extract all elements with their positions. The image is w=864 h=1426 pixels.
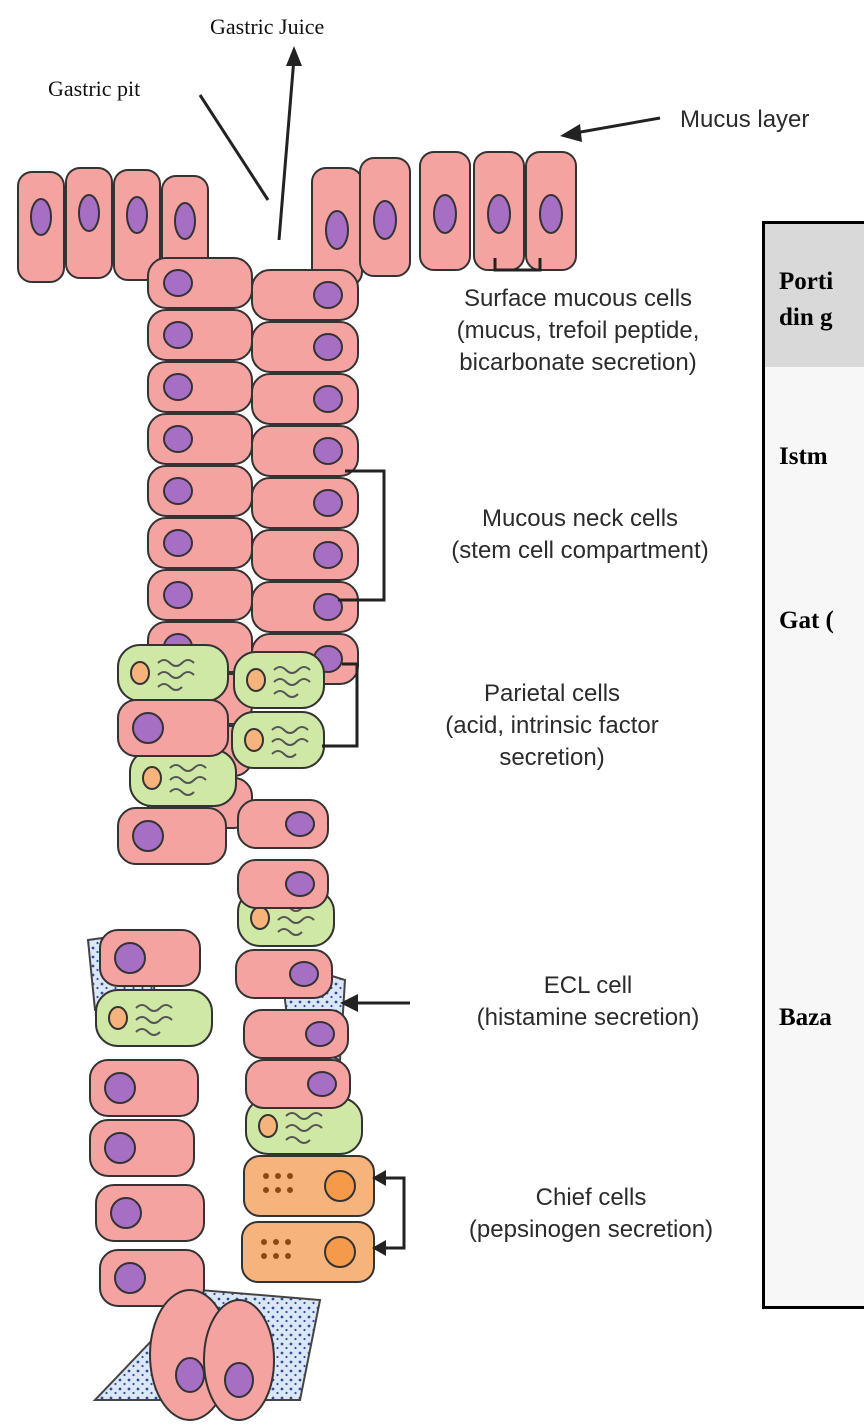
nucleus — [314, 438, 342, 464]
granule — [285, 1239, 291, 1245]
nucleus — [247, 669, 265, 691]
nucleus — [314, 490, 342, 516]
surface-mucous-label: Surface mucous cells (mucus, trefoil pep… — [398, 283, 758, 379]
nucleus — [131, 662, 149, 684]
nucleus — [326, 211, 348, 249]
nucleus — [115, 1263, 145, 1293]
table-row: Gat ( — [765, 539, 864, 671]
nucleus — [133, 821, 163, 851]
granule — [273, 1253, 279, 1259]
chief-bracket — [378, 1178, 404, 1248]
nucleus — [164, 426, 192, 452]
nucleus — [325, 1171, 355, 1201]
mucus-layer-label: Mucus layer — [680, 104, 809, 136]
gland-portion-table: Porti din g Istm Gat ( Baza — [762, 221, 864, 1309]
gastric-pit-pointer — [200, 95, 268, 200]
nucleus — [176, 1358, 204, 1392]
granule — [275, 1173, 281, 1179]
nucleus — [164, 478, 192, 504]
ecl-label: ECL cell (histamine secretion) — [420, 970, 756, 1034]
nucleus — [105, 1073, 135, 1103]
table-cell-gat: Gat ( — [779, 603, 834, 639]
nucleus — [225, 1363, 253, 1397]
gastric-pit-label: Gastric pit — [48, 76, 140, 102]
nucleus — [245, 729, 263, 751]
table-row: Istm — [765, 367, 864, 541]
nucleus — [374, 201, 396, 239]
nucleus — [251, 907, 269, 929]
nucleus — [314, 594, 342, 620]
nucleus — [31, 199, 51, 235]
table-row: Baza — [765, 669, 864, 1306]
nucleus — [111, 1198, 141, 1228]
mucus-layer-arrow — [575, 118, 660, 133]
nucleus — [175, 203, 195, 239]
granule — [263, 1187, 269, 1193]
nucleus — [325, 1237, 355, 1267]
gastric-juice-arrow — [279, 58, 294, 240]
table-header-line1: Porti — [779, 264, 833, 300]
nucleus — [314, 334, 342, 360]
nucleus — [79, 195, 99, 231]
nucleus — [164, 530, 192, 556]
nucleus — [306, 1022, 334, 1046]
granule — [275, 1187, 281, 1193]
granule — [261, 1239, 267, 1245]
mucous-neck-label: Mucous neck cells (stem cell compartment… — [402, 503, 758, 567]
basal-cell — [204, 1300, 274, 1420]
table-header-row: Porti din g — [765, 224, 864, 369]
gastric-juice-arrowhead — [286, 46, 302, 66]
nucleus — [164, 582, 192, 608]
nucleus — [286, 872, 314, 896]
granule — [273, 1239, 279, 1245]
nucleus — [314, 386, 342, 412]
parietal-label: Parietal cells (acid, intrinsic factor s… — [374, 678, 730, 774]
nucleus — [314, 282, 342, 308]
nucleus — [259, 1115, 277, 1137]
table-cell-istm: Istm — [779, 439, 828, 475]
nucleus — [143, 767, 161, 789]
nucleus — [105, 1133, 135, 1163]
gastric-juice-label: Gastric Juice — [210, 14, 324, 40]
nucleus — [308, 1072, 336, 1096]
nucleus — [488, 195, 510, 233]
table-header-line2: din g — [779, 300, 833, 336]
granule — [285, 1253, 291, 1259]
granule — [261, 1253, 267, 1259]
nucleus — [127, 197, 147, 233]
nucleus — [164, 270, 192, 296]
mucus-layer-arrowhead — [560, 124, 582, 142]
table-cell-baza: Baza — [779, 1000, 832, 1036]
nucleus — [115, 943, 145, 973]
granule — [287, 1173, 293, 1179]
granule — [287, 1187, 293, 1193]
nucleus — [133, 713, 163, 743]
nucleus — [290, 962, 318, 986]
granule — [263, 1173, 269, 1179]
nucleus — [540, 195, 562, 233]
nucleus — [434, 195, 456, 233]
nucleus — [286, 812, 314, 836]
nucleus — [164, 374, 192, 400]
nucleus — [314, 542, 342, 568]
chief-label: Chief cells (pepsinogen secretion) — [418, 1182, 764, 1246]
nucleus — [164, 322, 192, 348]
nucleus — [109, 1007, 127, 1029]
